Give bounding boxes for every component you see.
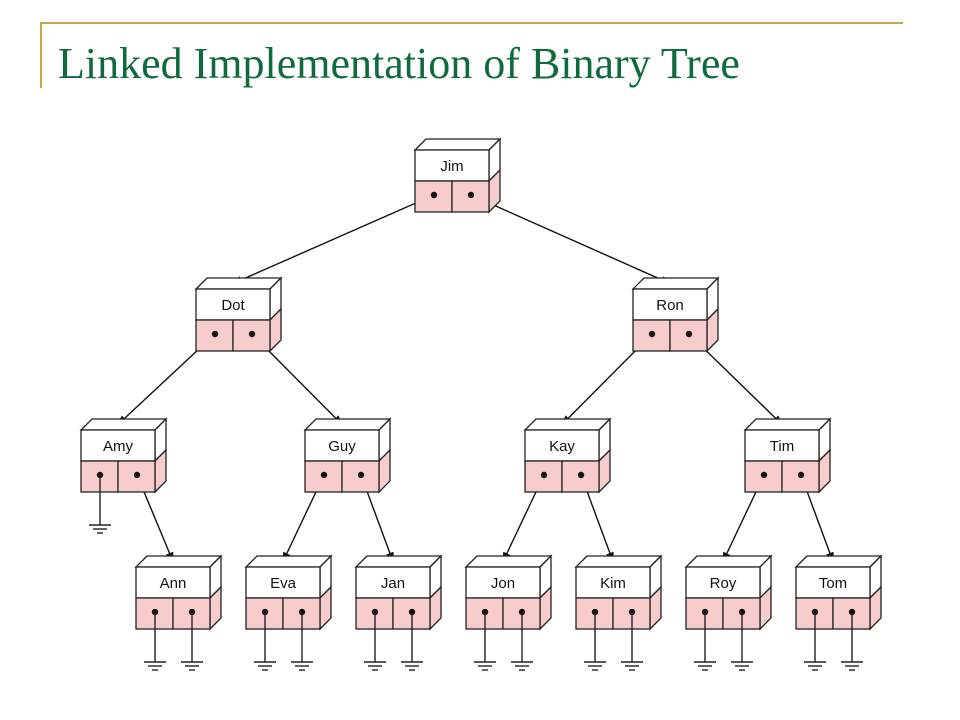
node-top-face bbox=[631, 277, 720, 290]
left-pointer-dot bbox=[320, 471, 328, 479]
null-pointer-ground-left bbox=[694, 612, 716, 671]
node-label: Amy bbox=[103, 438, 134, 455]
node-label: Tom bbox=[819, 575, 847, 592]
node-top-face bbox=[303, 418, 392, 431]
tree-node-jon: Jon bbox=[464, 554, 553, 671]
edge-jim-ron bbox=[470, 194, 671, 285]
node-name-cell bbox=[465, 566, 541, 599]
node-name-cell bbox=[632, 288, 708, 321]
right-pointer-dot bbox=[248, 330, 256, 338]
node-top-face bbox=[413, 138, 502, 151]
node-top-face bbox=[244, 555, 333, 568]
node-label: Jim bbox=[440, 158, 463, 175]
tree-node-ron: Ron bbox=[631, 276, 720, 353]
null-pointer-ground-left bbox=[144, 612, 166, 671]
node-name-cell bbox=[524, 429, 600, 462]
title-accent-rule-top bbox=[40, 22, 903, 24]
null-pointer-ground-right bbox=[401, 612, 423, 671]
right-pointer-dot bbox=[797, 471, 805, 479]
node-label: Ann bbox=[160, 575, 187, 592]
left-pointer-dot bbox=[211, 330, 219, 338]
tree-node-roy: Roy bbox=[684, 554, 773, 671]
node-label: Jon bbox=[491, 575, 515, 592]
left-pointer-dot bbox=[430, 191, 438, 199]
node-label: Dot bbox=[221, 297, 245, 314]
node-name-cell bbox=[744, 429, 820, 462]
right-pointer-dot bbox=[357, 471, 365, 479]
node-label: Guy bbox=[328, 438, 356, 455]
left-pointer-cell bbox=[195, 319, 234, 352]
node-top-face bbox=[743, 418, 832, 431]
node-name-cell bbox=[355, 566, 431, 599]
node-label: Tim bbox=[770, 438, 794, 455]
node-top-face bbox=[523, 418, 612, 431]
left-pointer-dot bbox=[540, 471, 548, 479]
right-pointer-dot bbox=[685, 330, 693, 338]
node-top-face bbox=[194, 277, 283, 290]
tree-node-dot: Dot bbox=[194, 276, 283, 353]
slide-title: Linked Implementation of Binary Tree bbox=[58, 39, 740, 88]
null-pointer-ground-left bbox=[584, 612, 606, 671]
tree-node-kay: Kay bbox=[523, 417, 612, 494]
node-name-cell bbox=[795, 566, 871, 599]
tree-node-eva: Eva bbox=[244, 554, 333, 671]
node-name-cell bbox=[195, 288, 271, 321]
left-pointer-cell bbox=[632, 319, 671, 352]
node-top-face bbox=[794, 555, 883, 568]
node-label: Kay bbox=[549, 438, 575, 455]
tree-node-jan: Jan bbox=[354, 554, 443, 671]
node-label: Roy bbox=[710, 575, 737, 592]
node-name-cell bbox=[685, 566, 761, 599]
null-pointer-ground-left bbox=[364, 612, 386, 671]
node-name-cell bbox=[245, 566, 321, 599]
tree-node-tom: Tom bbox=[794, 554, 883, 671]
edge-jim-dot bbox=[232, 194, 435, 285]
null-pointer-ground-right bbox=[731, 612, 753, 671]
right-pointer-dot bbox=[133, 471, 141, 479]
node-top-face bbox=[134, 555, 223, 568]
null-pointer-ground-left bbox=[254, 612, 276, 671]
null-pointer-ground-left bbox=[474, 612, 496, 671]
tree-node-amy: Amy bbox=[79, 417, 168, 534]
node-top-face bbox=[464, 555, 553, 568]
node-label: Eva bbox=[270, 575, 297, 592]
node-label: Kim bbox=[600, 575, 626, 592]
right-pointer-dot bbox=[467, 191, 475, 199]
left-pointer-dot bbox=[760, 471, 768, 479]
node-top-face bbox=[79, 418, 168, 431]
null-pointer-ground-right bbox=[511, 612, 533, 671]
null-pointer-ground-right bbox=[181, 612, 203, 671]
right-pointer-dot bbox=[577, 471, 585, 479]
tree-node-jim: Jim bbox=[413, 137, 502, 214]
node-top-face bbox=[684, 555, 773, 568]
node-top-face bbox=[354, 555, 443, 568]
null-pointer-ground-right bbox=[621, 612, 643, 671]
tree-node-guy: Guy bbox=[303, 417, 392, 494]
tree-node-ann: Ann bbox=[134, 554, 223, 671]
null-pointer-ground-right bbox=[291, 612, 313, 671]
tree-node-kim: Kim bbox=[574, 554, 663, 671]
title-accent-rule-left bbox=[40, 22, 42, 88]
node-label: Jan bbox=[381, 575, 405, 592]
null-pointer-ground-right bbox=[841, 612, 863, 671]
node-top-face bbox=[574, 555, 663, 568]
null-pointer-ground-left bbox=[804, 612, 826, 671]
node-label: Ron bbox=[656, 297, 684, 314]
tree-node-tim: Tim bbox=[743, 417, 832, 494]
left-pointer-dot bbox=[648, 330, 656, 338]
null-pointer-ground-left bbox=[89, 475, 111, 534]
